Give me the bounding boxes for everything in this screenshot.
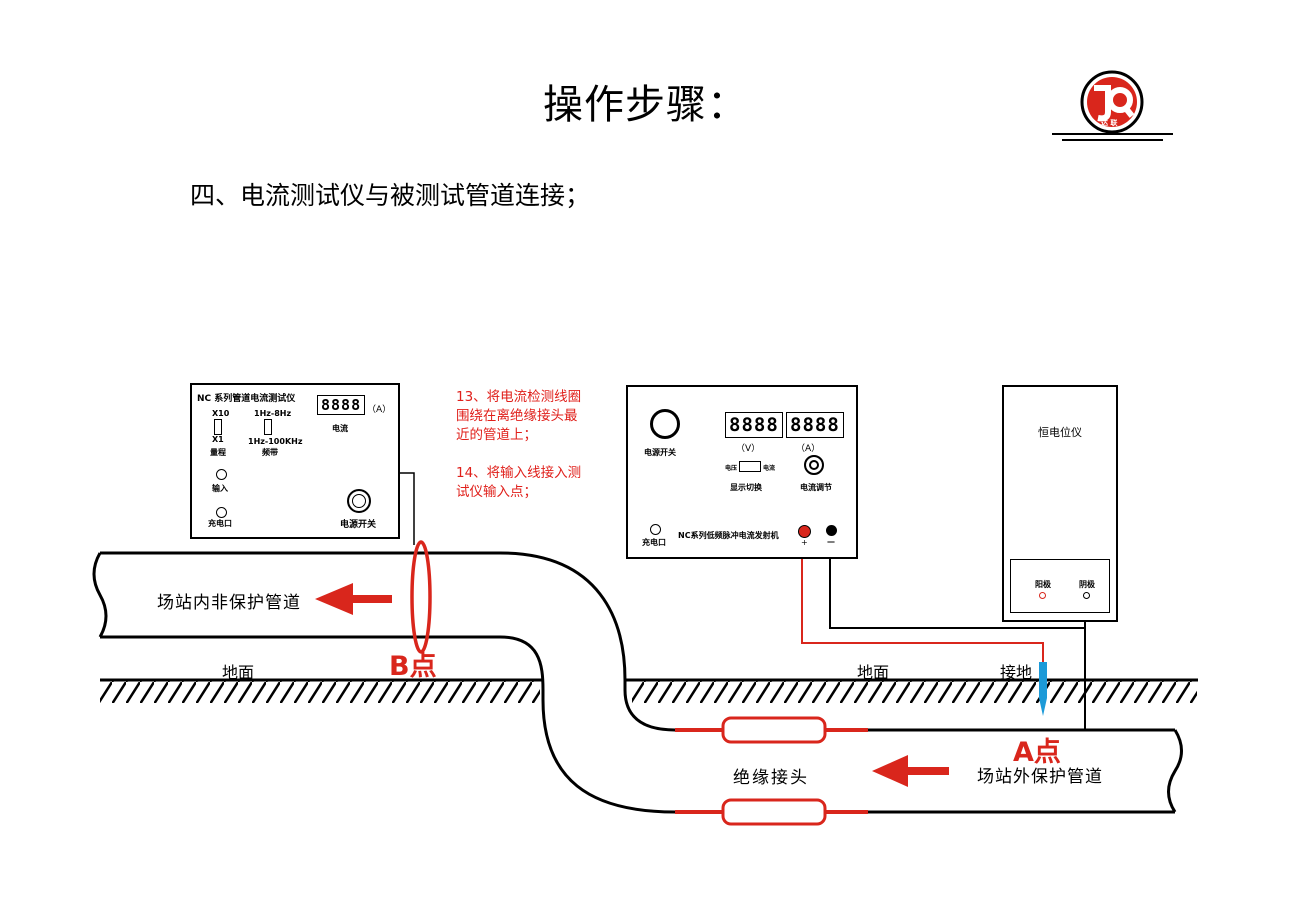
voltage-display: 8888 bbox=[725, 412, 783, 438]
insulating-joint bbox=[675, 716, 868, 826]
tester-title: NC 系列管道电流测试仪 bbox=[197, 394, 296, 404]
range-bottom-label: X1 bbox=[212, 435, 224, 444]
negative-terminal-label: — bbox=[827, 537, 835, 546]
outer-pipe-label: 场站外保护管道 bbox=[977, 767, 1103, 787]
cathode-terminal[interactable] bbox=[1083, 592, 1090, 599]
insulating-joint-label: 绝缘接头 bbox=[733, 768, 809, 788]
voltage-unit: （V） bbox=[736, 444, 761, 454]
band-bottom-label: 1Hz-100KHz bbox=[248, 437, 303, 446]
grounding-label: 接地 bbox=[1000, 663, 1033, 682]
band-switch[interactable] bbox=[264, 419, 272, 435]
tester-current-label: 电流 bbox=[332, 424, 348, 433]
point-b-label: B点 bbox=[389, 651, 437, 682]
current-display: 8888 bbox=[786, 412, 844, 438]
ground-left bbox=[100, 678, 543, 703]
current-adjust-knob[interactable] bbox=[804, 455, 824, 475]
tester-input-port[interactable] bbox=[216, 469, 227, 480]
negative-wire bbox=[829, 542, 1086, 730]
tester-power-label: 电源开关 bbox=[340, 520, 377, 530]
positive-wire bbox=[801, 542, 1044, 665]
tester-power-button[interactable] bbox=[347, 489, 371, 513]
tester-current-display: 8888 bbox=[317, 395, 366, 415]
ground-right-label: 地面 bbox=[857, 663, 890, 682]
ground-left-label: 地面 bbox=[222, 663, 255, 682]
transmitter-charge-port[interactable] bbox=[650, 524, 661, 535]
transmitter-charge-label: 充电口 bbox=[642, 538, 666, 547]
switch-right-label: 电流 bbox=[763, 465, 776, 472]
step-14-note: 14、将输入线接入测 试仪输入点； bbox=[456, 465, 582, 500]
range-label: 量程 bbox=[210, 448, 226, 457]
potentiostat: 恒电位仪 阳极 阴极 bbox=[1002, 385, 1118, 622]
section-subtitle: 四、电流测试仪与被测试管道连接； bbox=[190, 181, 591, 210]
logo-chars: 达 联 bbox=[1101, 119, 1118, 127]
grounding-rod bbox=[1039, 662, 1047, 716]
tester-input-label: 输入 bbox=[212, 484, 228, 493]
negative-terminal[interactable] bbox=[826, 525, 837, 536]
display-switch[interactable] bbox=[739, 461, 761, 472]
positive-terminal-label: + bbox=[801, 538, 808, 547]
inner-pipe-label: 场站内非保护管道 bbox=[157, 593, 301, 613]
range-top-label: X10 bbox=[212, 409, 230, 418]
company-logo bbox=[1052, 70, 1173, 141]
positive-terminal[interactable] bbox=[798, 525, 811, 538]
anode-label: 阳极 bbox=[1035, 580, 1051, 589]
cathode-label: 阴极 bbox=[1079, 580, 1095, 589]
current-unit: （A） bbox=[796, 444, 821, 454]
transmitter-model-label: NC系列低频脉冲电流发射机 bbox=[678, 531, 779, 540]
potentiostat-terminal-panel: 阳极 阴极 bbox=[1010, 559, 1110, 613]
transmitter-power-label: 电源开关 bbox=[644, 448, 676, 457]
anode-terminal[interactable] bbox=[1039, 592, 1046, 599]
display-switch-label: 显示切换 bbox=[730, 483, 762, 492]
pulse-current-transmitter: 电源开关 8888 8888 （V） （A） 电压 电流 显示切换 电流调节 充… bbox=[626, 385, 858, 559]
ground-right bbox=[625, 678, 1198, 703]
transmitter-power-button[interactable] bbox=[650, 409, 680, 439]
switch-left-label: 电压 bbox=[725, 465, 738, 472]
flow-arrows bbox=[315, 583, 949, 787]
range-switch[interactable] bbox=[214, 419, 222, 435]
band-label: 频带 bbox=[262, 448, 278, 457]
pipeline bbox=[92, 551, 1183, 814]
potentiostat-title: 恒电位仪 bbox=[1038, 426, 1082, 439]
tester-charge-label: 充电口 bbox=[208, 519, 232, 528]
current-adjust-label: 电流调节 bbox=[800, 483, 832, 492]
tester-charge-port[interactable] bbox=[216, 507, 227, 518]
pipe-current-tester: NC 系列管道电流测试仪 8888 （A） 电流 X10 X1 量程 1Hz-8… bbox=[190, 383, 400, 539]
page-title: 操作步骤： bbox=[543, 82, 748, 128]
point-a-label: A点 bbox=[1013, 737, 1061, 768]
step-13-note: 13、将电流检测线圈 围绕在离绝缘接头最 近的管道上； bbox=[456, 389, 582, 443]
tester-display-unit: （A） bbox=[367, 405, 392, 415]
current-coil bbox=[410, 540, 432, 654]
band-top-label: 1Hz-8Hz bbox=[254, 409, 292, 418]
